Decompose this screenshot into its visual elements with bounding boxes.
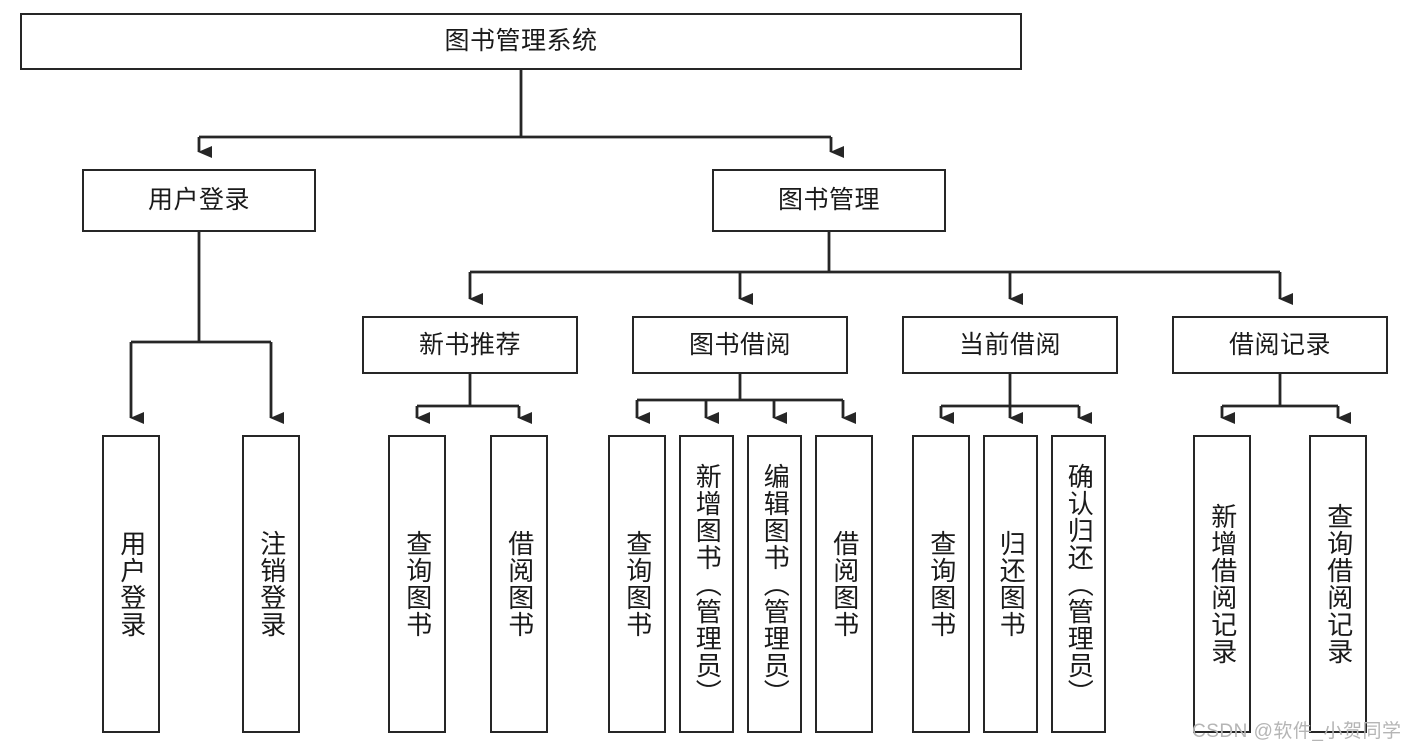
node-label: 查询图书 [622,530,653,638]
node-label: 图书管理 [777,186,880,214]
node-label: 归还图书 [996,530,1027,638]
node-label: 新书推荐 [418,330,521,359]
leaf-logout[interactable]: 注销登录 [242,435,300,733]
node-label: 借阅图书 [829,530,860,638]
leaf-return-book[interactable]: 归还图书 [983,435,1038,733]
node-new-book-recommend[interactable]: 新书推荐 [362,316,578,374]
node-current-borrow[interactable]: 当前借阅 [902,316,1118,374]
leaf-add-borrow-record[interactable]: 新增借阅记录 [1193,435,1251,733]
leaf-query-book-current[interactable]: 查询图书 [912,435,970,733]
node-label: 查询借阅记录 [1323,503,1354,665]
node-label: 借阅记录 [1228,330,1331,359]
node-label: 注销登录 [256,530,287,638]
node-label: 新增图书（管理员） [692,462,723,706]
node-label: 查询图书 [926,530,957,638]
node-label: 图书借阅 [688,330,791,359]
node-borrow-records[interactable]: 借阅记录 [1172,316,1388,374]
node-label: 当前借阅 [958,330,1061,359]
node-label: 用户登录 [116,530,147,638]
node-label: 借阅图书 [504,530,535,638]
leaf-query-book-borrow[interactable]: 查询图书 [608,435,666,733]
csdn-watermark: CSDN @软件_小贺同学 [1192,721,1402,742]
node-book-borrow[interactable]: 图书借阅 [632,316,848,374]
node-label: 新增借阅记录 [1207,503,1238,665]
node-root-system[interactable]: 图书管理系统 [20,13,1022,70]
node-label: 用户登录 [147,186,250,214]
node-label: 查询图书 [402,530,433,638]
node-user-login[interactable]: 用户登录 [82,169,316,232]
leaf-confirm-return-admin[interactable]: 确认归还（管理员） [1051,435,1106,733]
leaf-borrow-book-recommend[interactable]: 借阅图书 [490,435,548,733]
leaf-user-login[interactable]: 用户登录 [102,435,160,733]
leaf-query-book-recommend[interactable]: 查询图书 [388,435,446,733]
leaf-add-book-admin[interactable]: 新增图书（管理员） [679,435,734,733]
node-label: 图书管理系统 [444,27,598,55]
leaf-borrow-book[interactable]: 借阅图书 [815,435,873,733]
leaf-query-borrow-record[interactable]: 查询借阅记录 [1309,435,1367,733]
leaf-edit-book-admin[interactable]: 编辑图书（管理员） [747,435,802,733]
node-label: 编辑图书（管理员） [760,462,791,706]
node-book-management[interactable]: 图书管理 [712,169,946,232]
node-label: 确认归还（管理员） [1064,462,1095,706]
